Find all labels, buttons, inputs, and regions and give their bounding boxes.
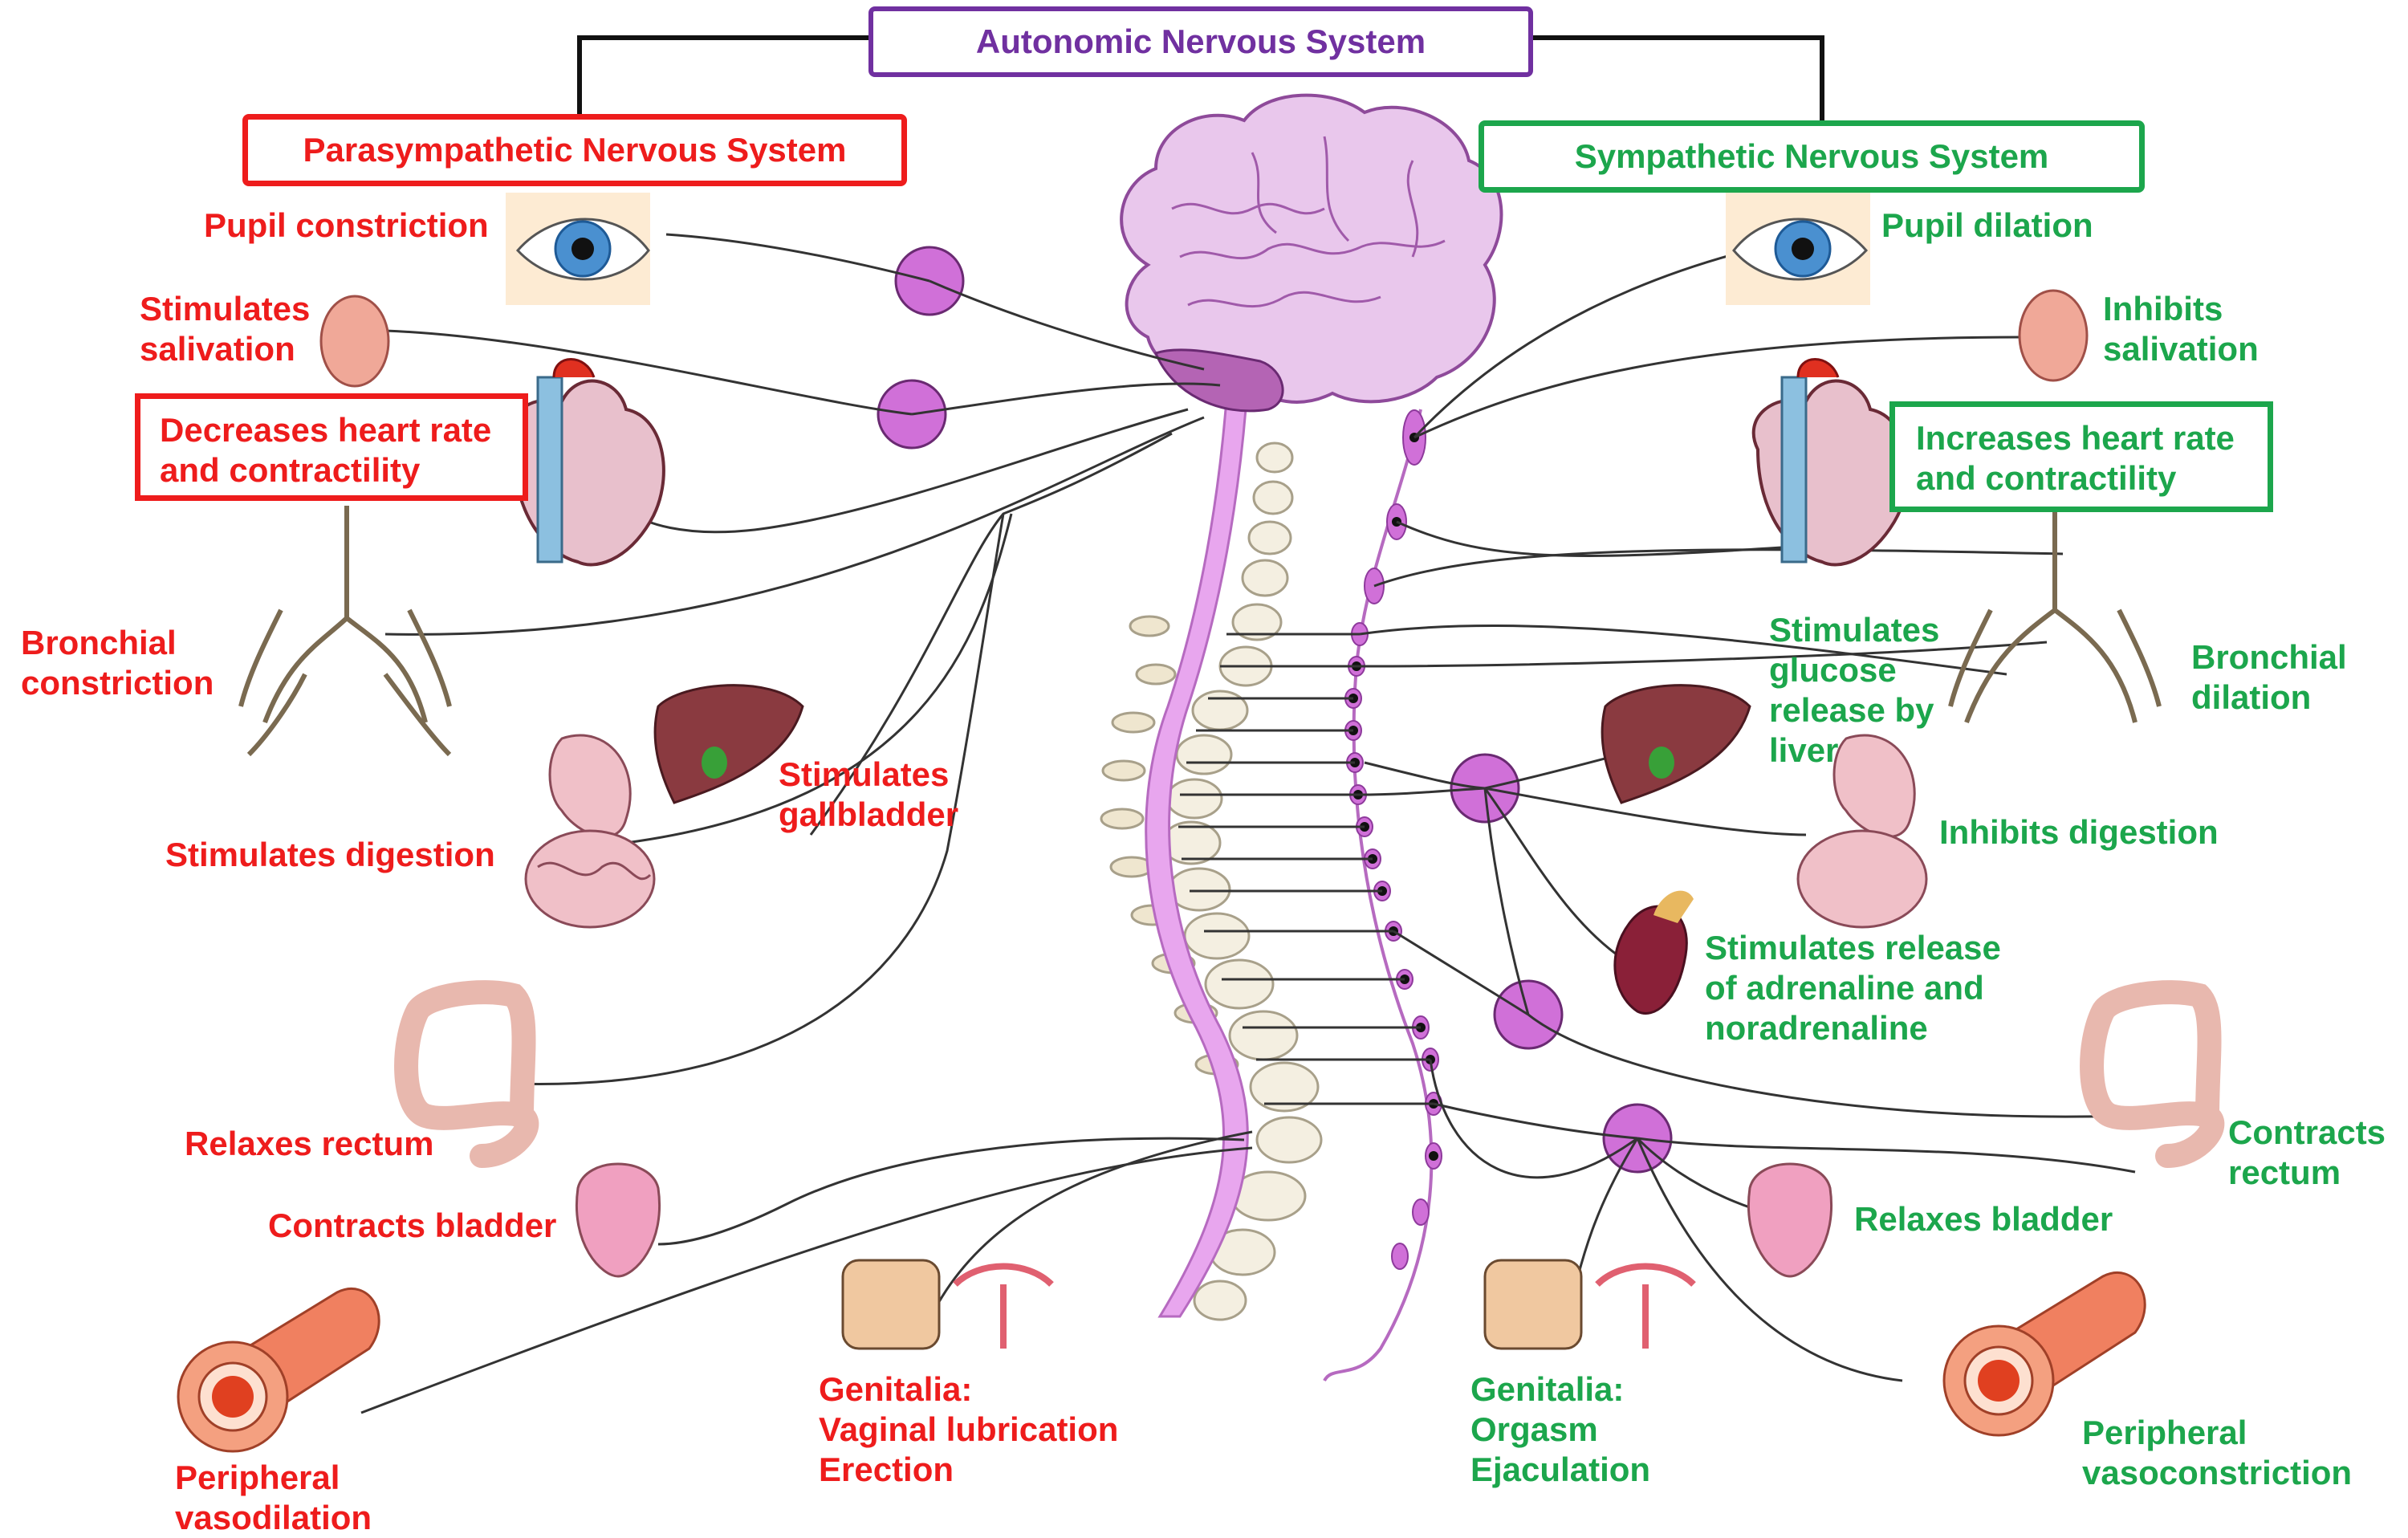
bladder-right <box>1747 1162 1832 1278</box>
genitalia-left <box>841 1259 1054 1350</box>
eye-right <box>1726 193 1870 305</box>
label-stimulates-digestion: Stimulates digestion <box>165 836 495 873</box>
title-connectors <box>577 35 1824 124</box>
sympathetic-header-text: Sympathetic Nervous System <box>1574 137 2049 175</box>
label-inhibits-salivation: Inhibits salivation <box>2103 290 2259 368</box>
parasympathetic-header-text: Parasympathetic Nervous System <box>303 131 847 169</box>
label-relaxes-bladder: Relaxes bladder <box>1854 1200 2113 1238</box>
sympathetic-chain <box>1323 409 1442 1382</box>
vessel-left <box>177 1287 380 1453</box>
brain <box>1120 93 1503 413</box>
parasympathetic-ganglia <box>877 246 965 450</box>
label-inhibits-digestion: Inhibits digestion <box>1939 813 2219 851</box>
spinal-rami <box>1178 633 1434 1105</box>
genitalia-right <box>1483 1259 1696 1350</box>
label-genitalia-sympathetic: Genitalia: Orgasm Ejaculation <box>1470 1370 1651 1488</box>
label-genitalia-parasympathetic: Genitalia: Vaginal lubrication Erection <box>819 1370 1119 1488</box>
label-stimulates-gallbladder: Stimulates gallbladder <box>779 755 959 833</box>
sympathetic-header: Sympathetic Nervous System <box>1479 120 2145 193</box>
vessel-right <box>1942 1271 2146 1437</box>
salivary-gland-right <box>2018 289 2089 382</box>
colon-right <box>2080 980 2225 1168</box>
liver-right <box>1601 684 1751 804</box>
title-box: Autonomic Nervous System <box>868 6 1533 77</box>
label-stimulates-adrenaline-release: Stimulates release of adrenaline and nor… <box>1705 929 2001 1047</box>
heart-left <box>507 358 665 567</box>
label-pupil-dilation: Pupil dilation <box>1881 206 2093 244</box>
stomach-intestine-right <box>1796 734 1928 929</box>
label-peripheral-vasodilation: Peripheral vasodilation <box>175 1459 372 1536</box>
salivary-gland-left <box>319 295 390 388</box>
label-bronchial-dilation: Bronchial dilation <box>2191 638 2347 716</box>
parasympathetic-header: Parasympathetic Nervous System <box>242 114 907 186</box>
label-contracts-bladder: Contracts bladder <box>268 1206 557 1244</box>
kidney-adrenal <box>1613 890 1694 1015</box>
stomach-intestine-left <box>524 734 656 929</box>
label-pupil-constriction: Pupil constriction <box>204 206 489 244</box>
vertebral-column <box>1100 376 1323 1321</box>
liver-left <box>653 684 804 804</box>
eye-left <box>506 193 650 305</box>
label-relaxes-rectum: Relaxes rectum <box>185 1125 434 1162</box>
nerve-fibres <box>360 231 2136 1414</box>
title-text: Autonomic Nervous System <box>975 22 1426 60</box>
bladder-left <box>576 1162 661 1278</box>
label-peripheral-vasoconstriction: Peripheral vasoconstriction <box>2082 1414 2353 1491</box>
heart-right <box>1751 358 1910 567</box>
label-stimulates-glucose-release: Stimulates glucose release by liver <box>1769 611 1940 769</box>
label-stimulates-salivation: Stimulates salivation <box>140 290 311 368</box>
lungs-left <box>238 506 452 757</box>
colon-left <box>394 980 539 1168</box>
label-decreases-heart-rate: Decreases heart rate and contractility <box>135 393 528 501</box>
label-contracts-rectum: Contracts rectum <box>2228 1113 2386 1191</box>
label-bronchial-constriction: Bronchial constriction <box>21 624 214 702</box>
lungs-right <box>1948 506 2162 724</box>
label-increases-heart-rate: Increases heart rate and contractility <box>1889 401 2273 512</box>
